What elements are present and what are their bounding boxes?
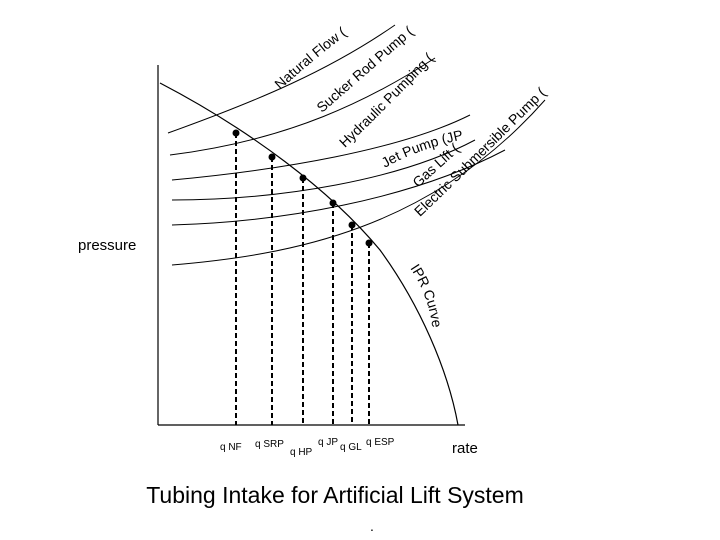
q-label-hp: q HP [290,447,313,458]
label-hydraulic-pumping: Hydraulic Pumping (HP) [0,0,437,150]
tubing-curve-gl [171,149,506,226]
operating-point-esp [365,239,373,425]
tubing-curve-hp [171,114,471,181]
tubing-curve-esp [171,99,546,266]
ipr-curve [159,82,459,426]
q-label-srp: q SRP [255,439,284,450]
q-label-gl: q GL [340,442,362,453]
label-natural-flow: Natural Flow (NF) [0,0,349,92]
operating-point-gl [348,221,356,425]
operating-point-nf [232,129,240,425]
diagram-subtitle: . [370,518,374,534]
q-label-esp: q ESP [366,437,395,448]
q-label-jp: q JP [318,437,338,448]
operating-point-hp [299,174,307,425]
operating-point-jp [329,199,337,425]
tubing-curve-jp [171,139,476,201]
label-electric-submersible-pump: Electric Submersible Pump (ESP) [0,0,549,219]
q-label-nf: q NF [220,442,242,453]
operating-point-srp [268,153,276,425]
y-axis-label: pressure [78,237,136,254]
diagram-title: Tubing Intake for Artificial Lift System [146,482,524,508]
label-sucker-rod-pump: Sucker Rod Pump (SRP) [0,0,416,115]
x-axis-label: rate [452,440,478,457]
tubing-curve-nf [167,24,396,134]
label-ipr-curve: IPR Curve [408,261,446,329]
tubing-curve-srp [169,57,436,156]
